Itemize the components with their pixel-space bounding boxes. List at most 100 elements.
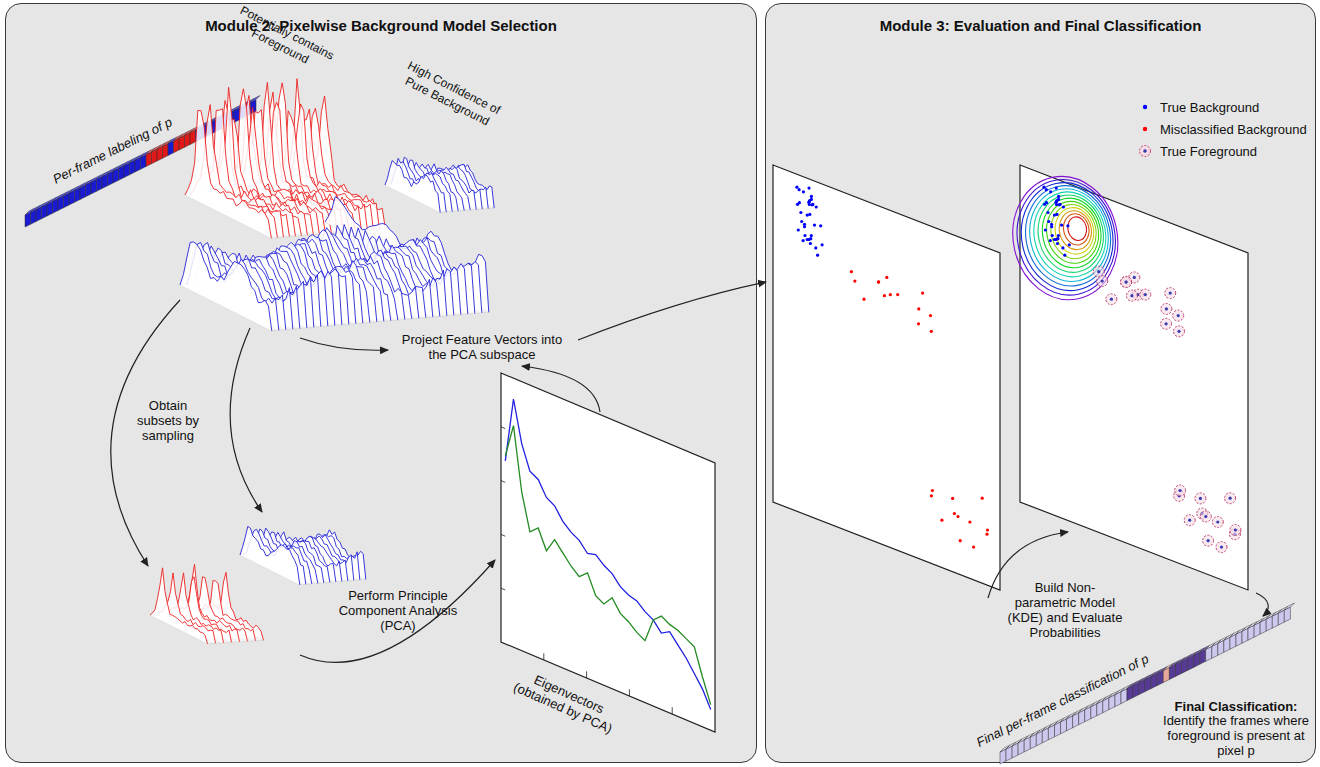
scatter-point bbox=[850, 270, 853, 273]
scatter-point bbox=[810, 203, 813, 206]
trace-fill bbox=[185, 110, 271, 238]
legend: True BackgroundMisclassified BackgroundT… bbox=[1138, 96, 1307, 162]
scatter-point bbox=[1179, 489, 1182, 492]
scatter-point bbox=[1188, 519, 1191, 522]
flow-arrow bbox=[1256, 593, 1268, 616]
eigenvector-curve bbox=[505, 426, 710, 705]
feature-waterfall bbox=[185, 79, 385, 239]
scatter-point bbox=[1063, 254, 1066, 257]
scatter-point bbox=[1204, 515, 1207, 518]
flow-arrow bbox=[300, 338, 388, 350]
scatter-point bbox=[877, 280, 880, 283]
eigenvector-curve bbox=[505, 399, 710, 710]
legend-text: Misclassified Background bbox=[1160, 122, 1307, 137]
scatter-point bbox=[819, 224, 822, 227]
scatter-point bbox=[1060, 224, 1063, 227]
scatter-point bbox=[1110, 298, 1113, 301]
scatter-point bbox=[814, 246, 817, 249]
scatter-point bbox=[1045, 188, 1048, 191]
scatter-point bbox=[807, 238, 810, 241]
frame-cube-top bbox=[251, 96, 261, 103]
legend-swatch bbox=[1138, 100, 1152, 114]
legend-ring bbox=[1140, 146, 1151, 157]
annotation-text: Final Classification: bbox=[1161, 699, 1311, 714]
scatter-point bbox=[951, 497, 954, 500]
scatter-point bbox=[1053, 214, 1056, 217]
scatter-point bbox=[986, 528, 989, 531]
scatter-point bbox=[1066, 224, 1069, 227]
scatter-point bbox=[1133, 276, 1136, 279]
flow-arrow bbox=[300, 560, 495, 662]
scatter-point bbox=[806, 214, 809, 217]
foreground-ring bbox=[1121, 277, 1132, 288]
scatter-point bbox=[1125, 281, 1128, 284]
trace-fill bbox=[385, 161, 440, 213]
kde-contour bbox=[1002, 167, 1130, 310]
scatter-point bbox=[1177, 314, 1180, 317]
scatter-point bbox=[1042, 186, 1045, 189]
scatter-point bbox=[1044, 228, 1047, 231]
kde-contour bbox=[1031, 189, 1110, 279]
foreground-ring bbox=[1216, 542, 1227, 553]
foreground-ring bbox=[1161, 318, 1172, 329]
scatter-point bbox=[862, 298, 865, 301]
scatter-point bbox=[1055, 238, 1058, 241]
scatter-point bbox=[797, 228, 800, 231]
scatter-point bbox=[1165, 322, 1168, 325]
scatter-point bbox=[1169, 292, 1172, 295]
tick bbox=[672, 707, 673, 714]
panel-title: Module 3: Evaluation and Final Classific… bbox=[766, 17, 1315, 34]
feature-trace bbox=[385, 161, 440, 213]
scatter-point bbox=[795, 186, 798, 189]
foreground-ring bbox=[1165, 288, 1176, 299]
scatter-point bbox=[885, 276, 888, 279]
legend-swatch bbox=[1138, 144, 1152, 158]
kde-contour bbox=[1016, 178, 1119, 294]
foreground-ring bbox=[1126, 290, 1137, 301]
scatter-point bbox=[1047, 220, 1050, 223]
scatter-plane bbox=[1020, 165, 1248, 590]
flow-arrow bbox=[578, 282, 766, 340]
scatter-point bbox=[811, 203, 814, 206]
tick bbox=[629, 689, 630, 696]
scatter-point bbox=[930, 330, 933, 333]
scatter-point bbox=[1199, 497, 1202, 500]
legend-dot bbox=[1143, 127, 1147, 131]
scatter-point bbox=[816, 254, 819, 257]
kde-contour bbox=[1021, 181, 1116, 288]
scatter-point bbox=[813, 224, 816, 227]
foreground-ring bbox=[1161, 303, 1172, 314]
legend-row: True Foreground bbox=[1138, 140, 1307, 162]
scatter-point bbox=[921, 292, 924, 295]
scatter-point bbox=[810, 198, 813, 201]
scatter-plane bbox=[773, 165, 1000, 590]
scatter-point bbox=[1049, 190, 1052, 193]
feature-waterfall bbox=[240, 526, 366, 585]
feature-trace bbox=[180, 242, 272, 331]
scatter-point bbox=[1056, 242, 1059, 245]
scatter-point bbox=[1061, 246, 1064, 249]
scatter-point bbox=[1059, 203, 1062, 206]
scatter-point bbox=[930, 494, 933, 497]
tick bbox=[501, 481, 505, 483]
annotation-text: Perform Principle Component Analysis (PC… bbox=[333, 588, 463, 633]
annotation-text: Identify the frames where foreground is … bbox=[1161, 713, 1311, 758]
flow-arrow bbox=[522, 366, 600, 412]
kde-contour bbox=[1051, 204, 1098, 258]
scatter-point bbox=[1165, 307, 1168, 310]
scatter-point bbox=[953, 512, 956, 515]
scatter-point bbox=[810, 234, 813, 237]
scatter-point bbox=[959, 539, 962, 542]
scatter-point bbox=[1068, 243, 1071, 246]
scatter-point bbox=[821, 243, 824, 246]
kde-contour bbox=[1061, 211, 1092, 247]
foreground-ring bbox=[1225, 493, 1236, 504]
foreground-ring bbox=[1121, 276, 1132, 287]
feature-waterfall bbox=[180, 225, 489, 331]
kde-contour bbox=[1056, 208, 1095, 253]
feature-trace bbox=[240, 526, 300, 585]
scatter-point bbox=[1050, 225, 1053, 228]
scatter-point bbox=[810, 195, 813, 198]
foreground-ring bbox=[1097, 276, 1108, 287]
